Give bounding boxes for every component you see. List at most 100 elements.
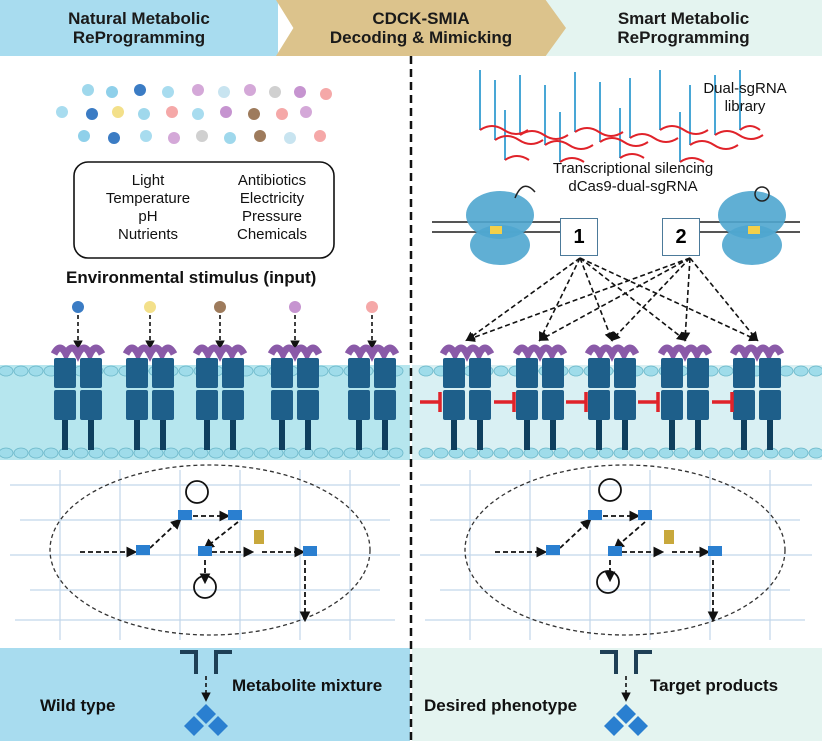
library-label: Dual-sgRNA library [703,80,787,115]
lipid-head [508,447,524,459]
stimulus-item: Electricity [239,190,305,207]
wild-type-label: Wild type [40,696,116,715]
stimulus-item: Light [131,172,165,189]
lipid-head [583,447,599,459]
lipid-head [328,365,344,377]
dcas9-complex-left [432,185,560,265]
lipid-head [283,447,299,459]
lipid-head [643,447,659,459]
lipid-head [373,447,389,459]
sgrna-library [479,70,764,163]
lipid-head [673,447,689,459]
lipid-head [718,447,734,459]
lipid-head [388,447,404,459]
lipid-head [328,447,344,459]
lipid-head [628,447,644,459]
pathway-nodes-right [546,478,722,594]
lipid-head [13,365,29,377]
stimulus-item: pH [138,208,158,225]
product-diamonds-left [184,704,228,736]
guide-arrows [465,257,759,342]
lipid-head [148,447,164,459]
lipid-head [178,365,194,377]
lipid-head [613,447,629,459]
funnel-left [180,650,232,674]
lipid-head [253,447,269,459]
lipid-head [103,447,119,459]
environmental-stimulus-label: Environmental stimulus (input) [66,268,317,287]
lipid-head [463,447,479,459]
lipid-head [793,447,809,459]
product-diamonds-right [604,704,648,736]
pathway-ellipse-left [49,464,371,636]
lipid-head [28,447,44,459]
dcas9-complex-right [690,186,800,265]
lipid-head [523,447,539,459]
lipid-head [598,447,614,459]
lipid-head [118,447,134,459]
lipid-head [163,447,179,459]
lipid-head [418,447,434,459]
lipid-head [418,365,434,377]
lipid-head [268,447,284,459]
lipid-head [343,447,359,459]
lipid-head [43,447,59,459]
lipid-head [13,447,29,459]
lipid-head [88,447,104,459]
lipid-head [703,447,719,459]
stimulus-list-right: Antibiotics Electricity Pressure Chemica… [218,172,326,244]
input-signals [72,301,378,350]
lipid-head [0,365,14,377]
lipid-head [793,365,809,377]
stimulus-box [73,161,335,259]
stimulus-dots [56,84,332,144]
lipid-head [253,365,269,377]
banner-cdck-smia: CDCK-SMIA Decoding & Mimicking [276,0,566,56]
lipid-head [748,447,764,459]
silencing-label: Transcriptional silencing dCas9-dual-sgR… [552,160,714,195]
lipid-head [778,365,794,377]
lipid-head [778,447,794,459]
lipid-head [193,447,209,459]
lipid-head [478,447,494,459]
lipid-head [538,447,554,459]
metabolite-mixture-label: Metabolite mixture [232,676,383,695]
guide-number-2: 2 [662,218,700,256]
banner-natural-reprogramming: Natural Metabolic ReProgramming [0,0,278,56]
lipid-head [103,365,119,377]
inhibitor-bars [420,392,734,412]
lipid-head [658,447,674,459]
lipid-head [358,447,374,459]
stimulus-item: Nutrients [117,226,179,243]
lipid-head [208,447,224,459]
stimulus-item: Pressure [241,208,303,225]
lipid-head [568,447,584,459]
lipid-head [178,447,194,459]
pathway-ellipse-right [464,464,786,636]
funnel-right [600,650,652,674]
lipid-head [493,365,509,377]
lipid-head [553,447,569,459]
lipid-head [433,447,449,459]
lipid-head [643,365,659,377]
stimulus-item: Chemicals [236,226,308,243]
lipid-head [133,447,149,459]
pathway-arrows-right [495,510,719,623]
desired-phenotype-label: Desired phenotype [424,696,578,715]
pathway-nodes-left [136,480,317,599]
target-products-label: Target products [650,676,779,695]
lipid-head [313,447,329,459]
lipid-head [718,365,734,377]
lipid-head [0,447,14,459]
lipid-head [808,447,822,459]
lipid-head [73,447,89,459]
banner-smart-reprogramming: Smart Metabolic ReProgramming [545,0,822,56]
lipid-head [28,365,44,377]
lipid-head [568,365,584,377]
lipid-head [238,447,254,459]
guide-number-1: 1 [560,218,598,256]
stimulus-item: Antibiotics [237,172,307,189]
lipid-head [808,365,822,377]
pathway-arrows-left [80,510,311,623]
